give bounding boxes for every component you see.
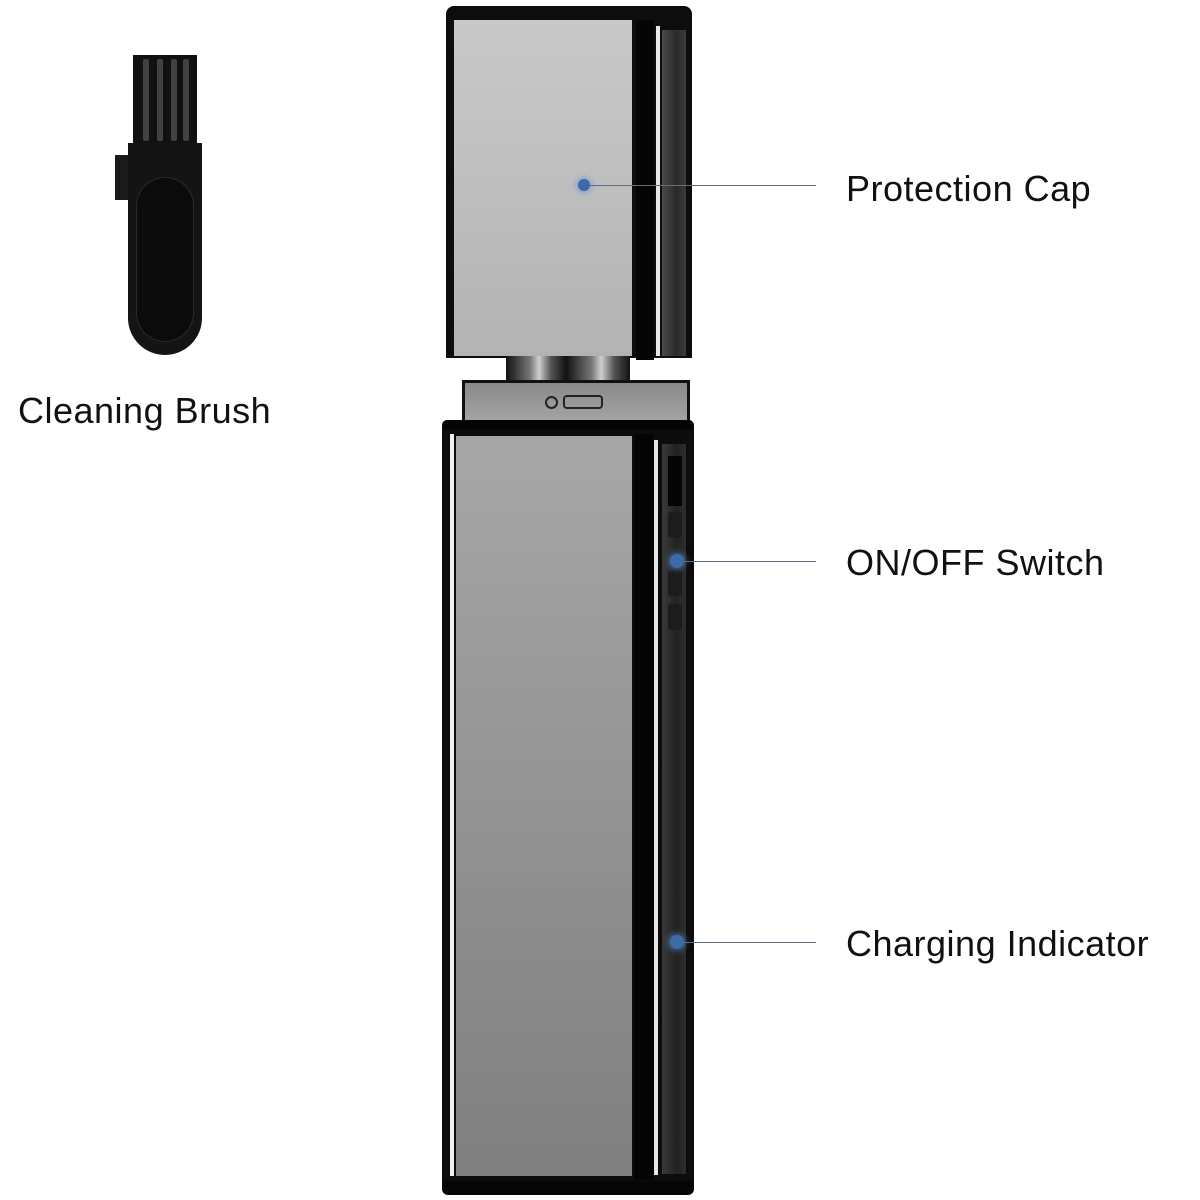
protection-cap-marker-icon [578,179,590,191]
trimmer-head-left [506,356,566,384]
cleaning-brush-label: Cleaning Brush [18,390,272,431]
collar-slot [563,395,603,409]
on-off-switch-leader-line [684,561,816,562]
charging-indicator-marker-icon [670,935,684,949]
trimmer-body-image [442,420,694,1195]
side-button-1 [668,512,682,538]
trimmer-collar [462,380,690,423]
cleaning-brush-image [110,55,210,365]
side-button-4 [668,604,682,630]
protection-cap-leader-line [590,185,816,186]
charging-indicator-leader-line [684,942,816,943]
brush-bristles [133,55,197,147]
protection-cap-label: Protection Cap [846,168,1092,209]
display-window [668,456,682,506]
protection-cap-image [446,6,692,360]
trimmer-head-right [566,356,630,384]
collar-hole [545,396,558,409]
charging-indicator-label: Charging Indicator [846,923,1150,964]
on-off-switch-marker-icon [670,554,684,568]
brush-handle [128,143,202,355]
side-button-3 [668,570,682,596]
on-off-switch-label: ON/OFF Switch [846,542,1105,583]
